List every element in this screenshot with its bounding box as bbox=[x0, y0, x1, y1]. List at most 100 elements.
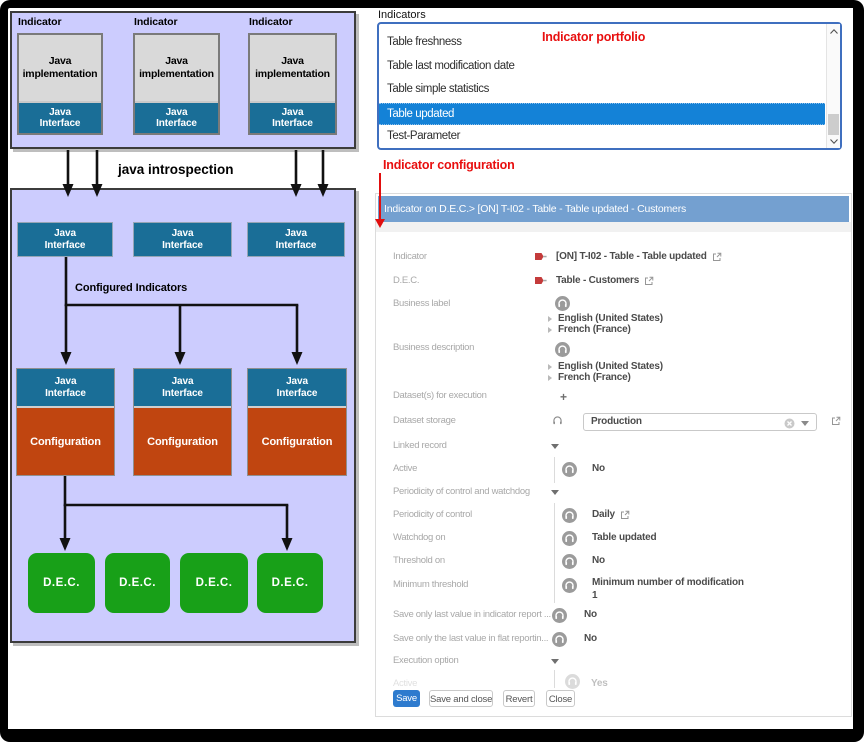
field-value-min-threshold: Minimum number of modification bbox=[592, 577, 744, 588]
panel-header: Indicator on D.E.C.> [ON] T-I02 - Table … bbox=[378, 196, 849, 222]
java-interface-box: Java Interface bbox=[248, 369, 346, 408]
indicator-portfolio-annotation: Indicator portfolio bbox=[542, 30, 646, 44]
headset-icon bbox=[562, 554, 577, 569]
list-item[interactable]: Test-Parameter bbox=[387, 130, 461, 142]
field-value-periodicity: Daily bbox=[592, 508, 630, 522]
indicator-label-1: Indicator bbox=[18, 16, 62, 28]
listbox-scrollbar[interactable] bbox=[826, 24, 840, 148]
open-link-icon[interactable] bbox=[831, 416, 841, 426]
configured-indicator-3: Java Interface Configuration bbox=[247, 368, 347, 476]
indicator-group-2: Java implementation Java Interface bbox=[133, 33, 220, 135]
section-collapse-icon[interactable] bbox=[551, 444, 559, 449]
language-item[interactable]: English (United States) bbox=[558, 313, 663, 324]
headset-lock-icon bbox=[553, 416, 562, 425]
override-line bbox=[554, 503, 555, 603]
panel-header-shadow bbox=[376, 222, 851, 232]
headset-icon bbox=[555, 342, 570, 357]
configured-indicators-label: Configured Indicators bbox=[75, 282, 188, 294]
indicator-label-3: Indicator bbox=[249, 16, 293, 28]
configured-indicator-2: Java Interface Configuration bbox=[133, 368, 232, 476]
headset-icon bbox=[562, 508, 577, 523]
java-implementation-box: Java implementation bbox=[135, 35, 218, 103]
configuration-box: Configuration bbox=[248, 408, 346, 475]
headset-icon bbox=[552, 608, 567, 623]
list-item-selected[interactable]: Table updated bbox=[379, 103, 825, 125]
scrollbar-thumb[interactable] bbox=[828, 114, 839, 135]
headset-icon bbox=[565, 674, 580, 689]
red-arrow bbox=[379, 173, 381, 220]
add-dataset-button[interactable]: + bbox=[560, 390, 568, 404]
configuration-box: Configuration bbox=[17, 408, 114, 475]
field-value-threshold: No bbox=[592, 555, 605, 566]
language-item[interactable]: French (France) bbox=[558, 324, 631, 335]
field-label-active-ghost: Active bbox=[393, 678, 418, 689]
clear-icon[interactable] bbox=[784, 418, 795, 429]
open-link-icon[interactable] bbox=[620, 510, 630, 520]
field-label-linked-record: Linked record bbox=[393, 440, 447, 451]
expand-triangle-icon[interactable] bbox=[548, 327, 552, 333]
close-button[interactable]: Close bbox=[546, 690, 575, 707]
java-interface-box: Java Interface bbox=[133, 222, 232, 257]
expand-triangle-icon[interactable] bbox=[548, 375, 552, 381]
indicator-configuration-annotation: Indicator configuration bbox=[383, 158, 515, 172]
scrollbar-up-icon[interactable] bbox=[827, 24, 840, 38]
expand-triangle-icon[interactable] bbox=[548, 364, 552, 370]
override-line bbox=[554, 457, 555, 483]
diagram-top-panel: Indicator Indicator Indicator Java imple… bbox=[10, 11, 356, 149]
diagram-bottom-panel: Java Interface Java Interface Java Inter… bbox=[10, 188, 356, 643]
language-item[interactable]: French (France) bbox=[558, 372, 631, 383]
section-collapse-icon[interactable] bbox=[551, 659, 559, 664]
field-value-save-last-indicator: No bbox=[584, 609, 597, 620]
dec-box-1: D.E.C. bbox=[28, 553, 95, 613]
dec-box-3: D.E.C. bbox=[180, 553, 248, 613]
indicator-group-1: Java implementation Java Interface bbox=[17, 33, 103, 135]
field-label-periodicity-of-control: Periodicity of control bbox=[393, 509, 472, 520]
dec-box-4: D.E.C. bbox=[257, 553, 323, 613]
headset-icon bbox=[562, 531, 577, 546]
open-link-icon[interactable] bbox=[712, 252, 722, 262]
record-flag-icon bbox=[535, 277, 547, 284]
dec-box-2: D.E.C. bbox=[105, 553, 170, 613]
dataset-storage-input[interactable]: Production bbox=[583, 413, 817, 431]
field-label-watchdog-on: Watchdog on bbox=[393, 532, 446, 543]
field-label-execution-option: Execution option bbox=[393, 655, 459, 666]
configuration-box: Configuration bbox=[134, 408, 231, 475]
expand-triangle-icon[interactable] bbox=[548, 316, 552, 322]
headset-icon bbox=[555, 296, 570, 311]
java-introspection-label: java introspection bbox=[118, 162, 234, 177]
field-label-business-description: Business description bbox=[393, 342, 475, 353]
field-label-dec: D.E.C. bbox=[393, 275, 420, 286]
field-value-watchdog: Table updated bbox=[592, 532, 657, 543]
scrollbar-down-icon[interactable] bbox=[827, 134, 840, 148]
field-label-periodicity-group: Periodicity of control and watchdog bbox=[393, 486, 530, 497]
field-value-save-last-flat: No bbox=[584, 633, 597, 644]
field-label-minimum-threshold: Minimum threshold bbox=[393, 579, 469, 590]
field-value-dec: Table - Customers bbox=[556, 274, 654, 288]
field-label-save-last-indicator: Save only last value in indicator report… bbox=[393, 609, 551, 620]
dropdown-caret-icon[interactable] bbox=[801, 421, 809, 426]
open-link-icon[interactable] bbox=[644, 276, 654, 286]
indicator-label-2: Indicator bbox=[134, 16, 178, 28]
field-label-threshold-on: Threshold on bbox=[393, 555, 445, 566]
java-interface-box: Java Interface bbox=[17, 369, 114, 408]
indicator-group-3: Java implementation Java Interface bbox=[248, 33, 337, 135]
list-item[interactable]: Table last modification date bbox=[387, 60, 515, 72]
headset-icon bbox=[552, 632, 567, 647]
save-button[interactable]: Save bbox=[393, 690, 420, 707]
indicators-listbox[interactable]: Table freshness Table last modification … bbox=[377, 22, 842, 150]
list-item[interactable]: Table freshness bbox=[387, 36, 462, 48]
list-item[interactable]: Table simple statistics bbox=[387, 83, 490, 95]
field-value-min-threshold-2: 1 bbox=[592, 590, 598, 601]
java-implementation-box: Java implementation bbox=[250, 35, 335, 103]
field-value-active-ghost: Yes bbox=[591, 678, 608, 689]
field-label-dataset-storage: Dataset storage bbox=[393, 415, 456, 426]
java-interface-box: Java Interface bbox=[17, 222, 113, 257]
red-arrow-head bbox=[375, 219, 385, 228]
headset-icon bbox=[562, 462, 577, 477]
language-item[interactable]: English (United States) bbox=[558, 361, 663, 372]
save-and-close-button[interactable]: Save and close bbox=[429, 690, 493, 707]
configured-indicator-1: Java Interface Configuration bbox=[16, 368, 115, 476]
section-collapse-icon[interactable] bbox=[551, 490, 559, 495]
revert-button[interactable]: Revert bbox=[503, 690, 535, 707]
